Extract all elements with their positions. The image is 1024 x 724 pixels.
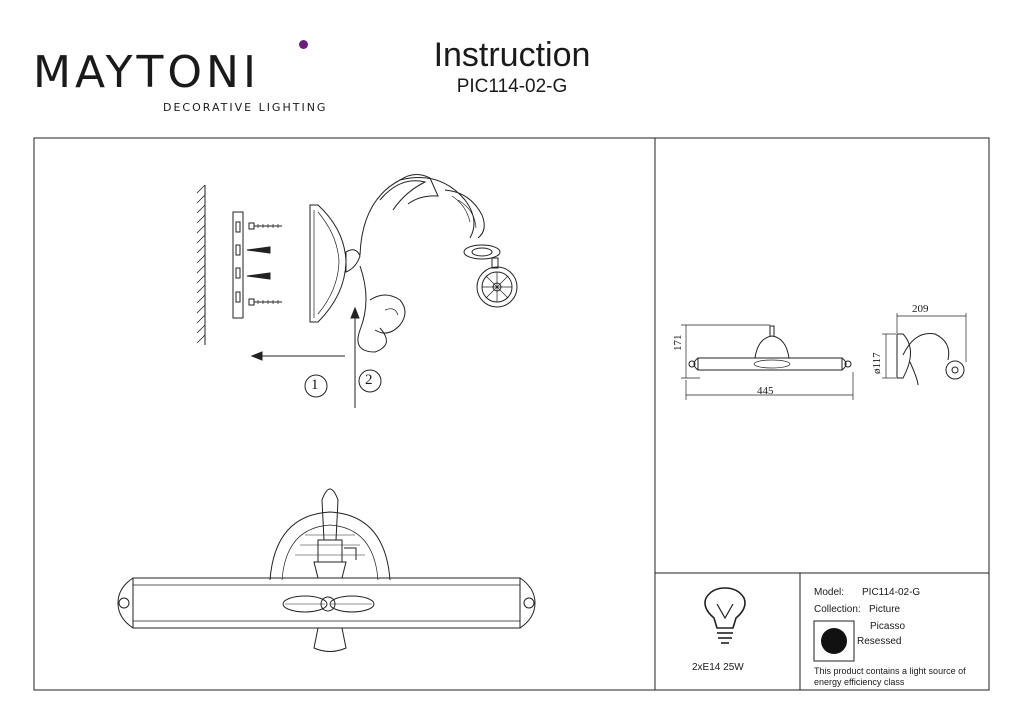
leaf-ornament — [282, 595, 328, 613]
bulb-spec: 2xE14 25W — [692, 662, 744, 673]
dimension-drawing-side — [882, 313, 967, 386]
wall-plug-icon — [246, 246, 271, 254]
rosette — [463, 244, 518, 308]
mounting-bracket — [232, 211, 244, 319]
energy-note-line2: energy efficiency class — [814, 677, 905, 687]
bracket-slot — [235, 267, 241, 279]
specs-panel — [799, 572, 990, 691]
model-heading: PIC114-02-G — [456, 76, 568, 97]
wall-plug-icon — [246, 272, 271, 280]
depth-dimension-label: 209 — [912, 303, 929, 315]
brand-tagline: DECORATIVE LIGHTING — [163, 101, 328, 114]
model-label: Model: — [814, 587, 845, 598]
energy-note-line1: This product contains a light source of — [814, 666, 966, 676]
collection-name: Picasso — [870, 621, 906, 632]
screw-icon — [248, 222, 282, 230]
step-2-marker — [358, 369, 382, 393]
step-2-label: 2 — [365, 372, 373, 388]
bracket-slot — [235, 244, 241, 256]
light-bulb-icon — [704, 587, 746, 644]
backplate — [269, 511, 391, 581]
screw-icon — [248, 298, 282, 306]
page-title: Instruction — [433, 36, 591, 74]
arm-stub — [313, 627, 347, 652]
dimension-drawing-front — [681, 324, 854, 400]
wall-hatch — [196, 184, 206, 344]
model-value: PIC114-02-G — [862, 587, 921, 598]
mount-type: Resessed — [857, 636, 902, 647]
bracket-slot — [235, 291, 241, 303]
arrow-left-icon — [250, 351, 345, 361]
lamp-tube — [117, 577, 536, 629]
finial — [313, 488, 357, 579]
step-1-marker — [304, 374, 328, 398]
collection-label: Collection: — [814, 604, 861, 615]
height-dimension-label: 171 — [672, 334, 684, 352]
leaf-ornament — [329, 595, 375, 613]
arrow-up-icon — [350, 306, 360, 408]
recessed-icon — [821, 628, 847, 654]
scroll-arm — [357, 174, 485, 353]
bracket-slot — [235, 221, 241, 233]
width-dimension-label: 445 — [757, 385, 774, 397]
diameter-dimension-label: ø117 — [871, 352, 883, 374]
collection-value: Picture — [869, 604, 901, 615]
installation-diagram — [196, 174, 518, 408]
brand-name: MAYTONI — [33, 47, 260, 98]
dimensions-panel — [654, 137, 990, 574]
step-1-label: 1 — [311, 377, 319, 393]
front-view-diagram — [117, 488, 536, 652]
canopy — [309, 204, 361, 323]
brand-accent-dot — [299, 40, 308, 49]
brand-logo: MAYTONI — [33, 48, 313, 118]
